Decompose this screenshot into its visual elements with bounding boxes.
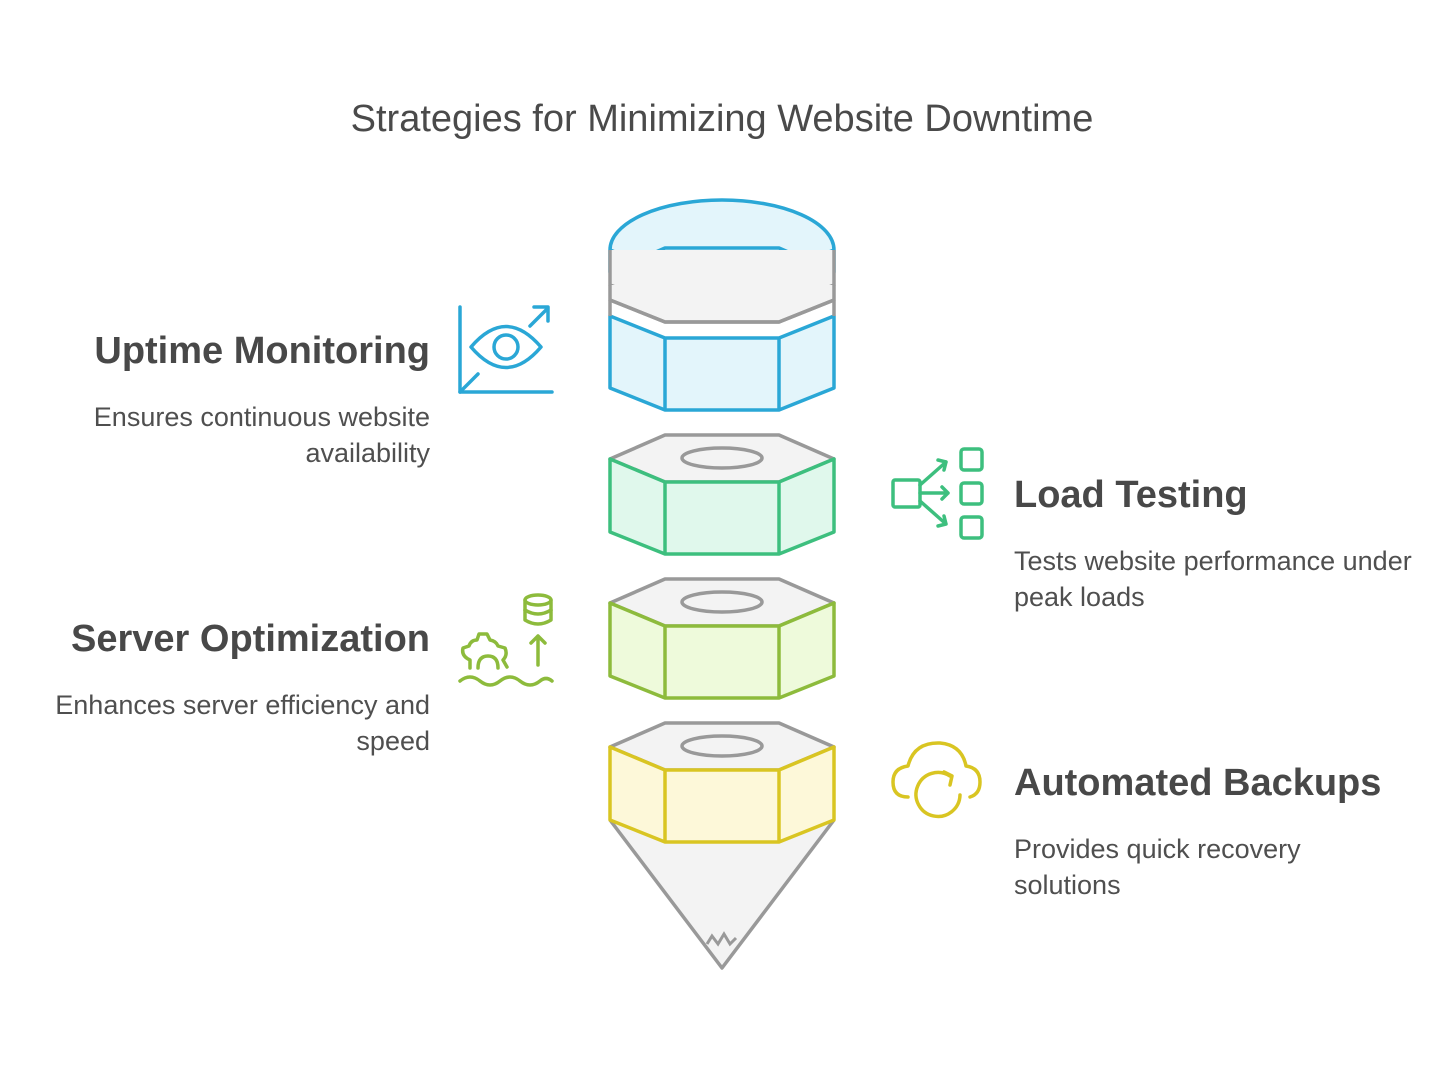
item-title-server-optimization: Server Optimization xyxy=(71,618,430,660)
diagram-title: Strategies for Minimizing Website Downti… xyxy=(350,98,1094,140)
nut-segment-automated-backups xyxy=(608,721,836,970)
eye-chart-icon xyxy=(458,305,554,394)
item-title-load-testing: Load Testing xyxy=(1014,474,1248,516)
gear-database-icon xyxy=(458,593,554,687)
nut-segment-load-testing xyxy=(608,433,836,556)
item-title-uptime-monitoring: Uptime Monitoring xyxy=(94,330,430,372)
item-desc-uptime-monitoring: Ensures continuous website availability xyxy=(93,402,430,468)
item-title-automated-backups: Automated Backups xyxy=(1014,762,1382,804)
cap-segment xyxy=(608,198,836,412)
branching-boxes-icon xyxy=(891,447,984,540)
item-desc-load-testing: Tests website performance under peak loa… xyxy=(1014,546,1412,612)
nut-segment-server-optimization xyxy=(608,577,836,700)
cloud-refresh-icon xyxy=(891,741,982,819)
item-desc-server-optimization: Enhances server efficiency and speed xyxy=(55,690,430,756)
item-desc-automated-backups: Provides quick recovery solutions xyxy=(1014,834,1301,900)
